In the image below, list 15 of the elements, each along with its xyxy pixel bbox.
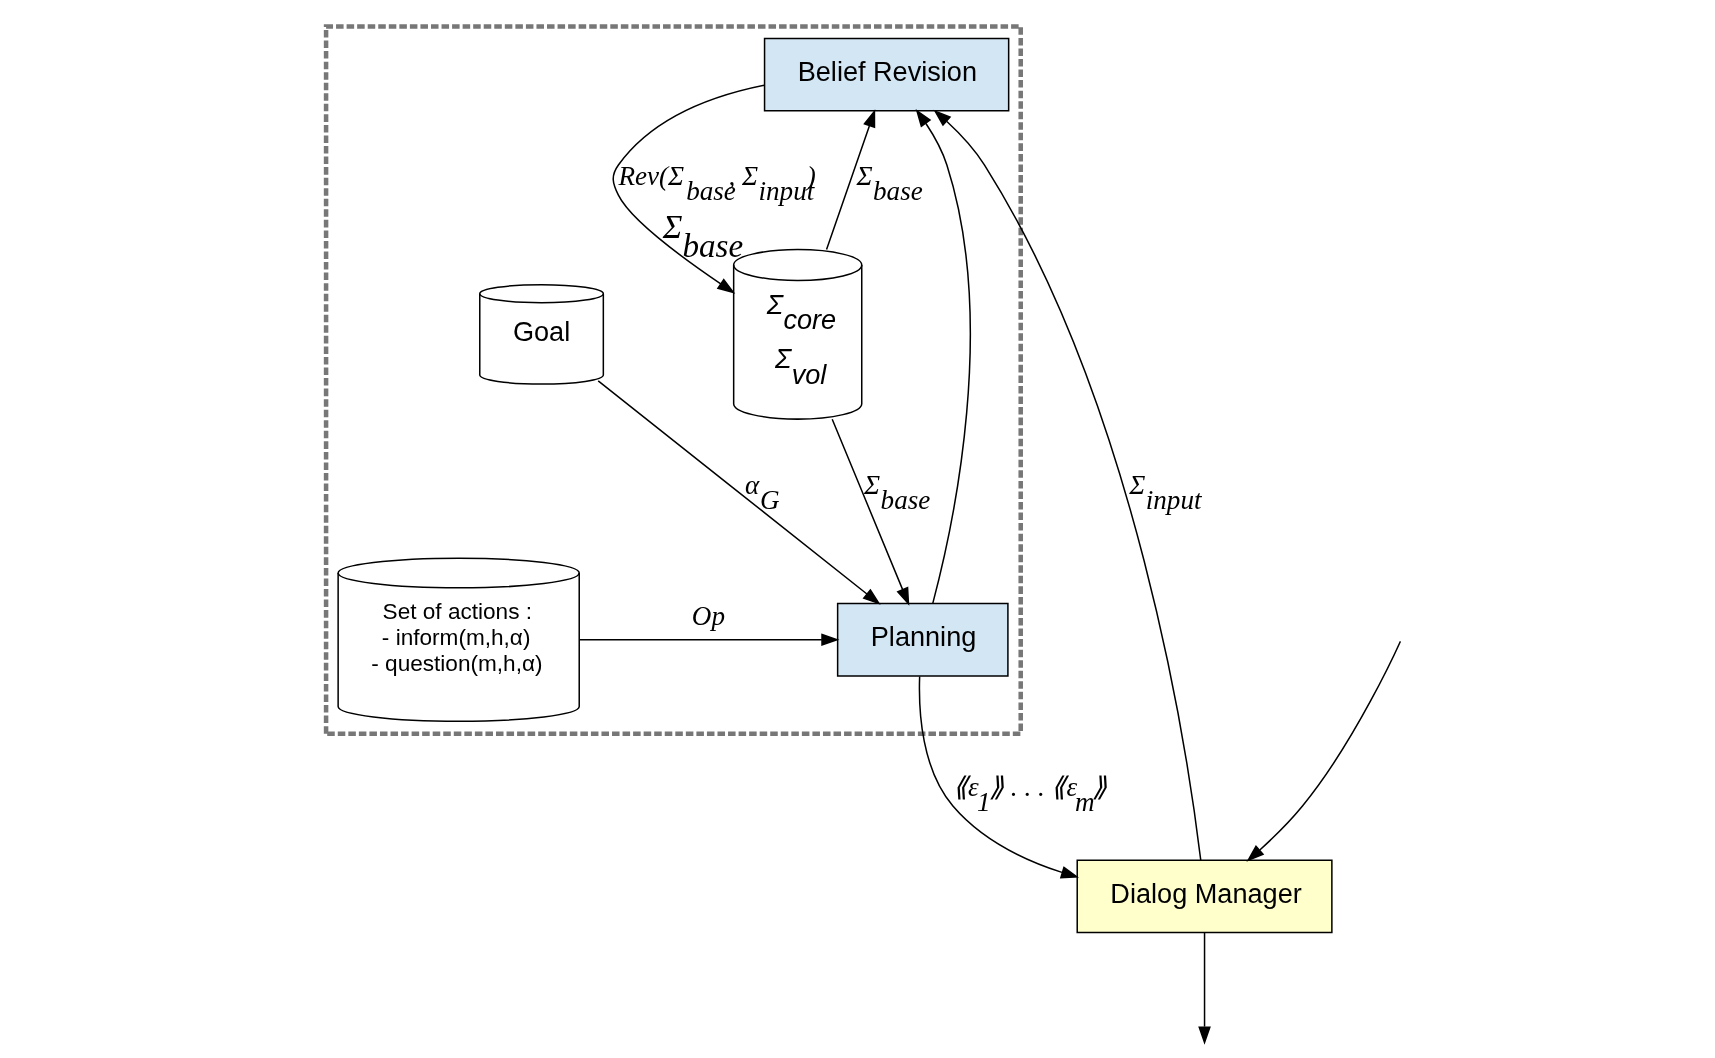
edge-label: Op bbox=[691, 601, 725, 632]
arrow bbox=[612, 84, 766, 294]
arrow bbox=[918, 675, 1079, 879]
node-box: Dialog Manager bbox=[1076, 859, 1333, 934]
cluster bbox=[323, 24, 1023, 736]
arrow bbox=[1198, 932, 1211, 1045]
arrow bbox=[578, 633, 840, 647]
arrow bbox=[825, 109, 876, 251]
arrow bbox=[915, 109, 972, 605]
arrow bbox=[1246, 640, 1402, 862]
arrow bbox=[597, 380, 881, 605]
arrow bbox=[831, 418, 910, 606]
node-box: Belief Revision bbox=[763, 37, 1010, 112]
node-box: Planning bbox=[836, 602, 1009, 677]
arrow bbox=[933, 109, 1202, 861]
